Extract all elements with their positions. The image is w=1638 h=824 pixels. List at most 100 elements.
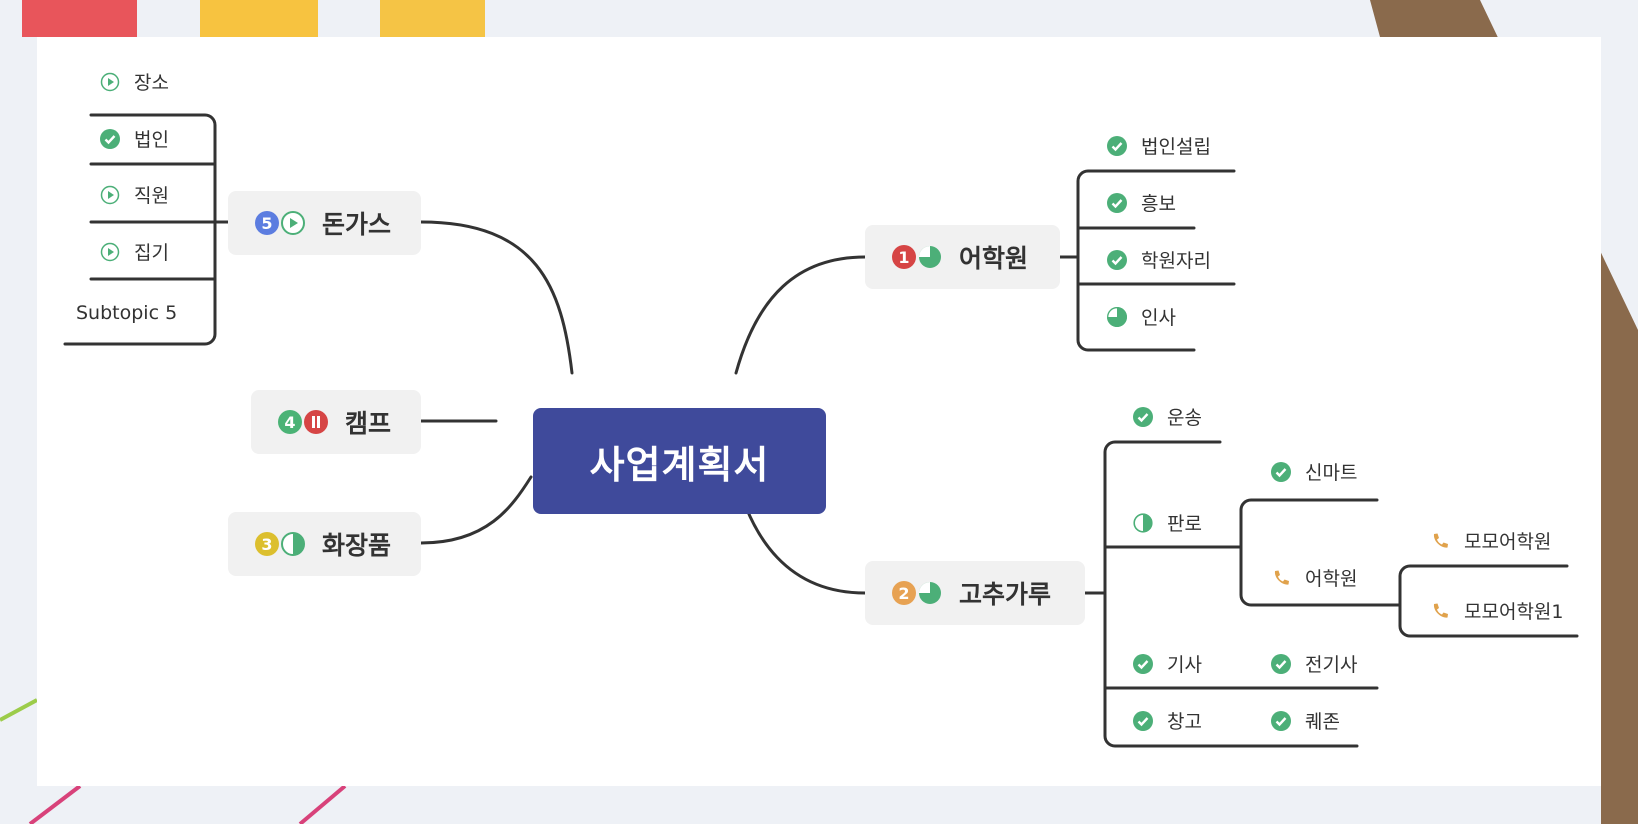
- subtopic-b2-jeongisa-label: 전기사: [1305, 654, 1358, 676]
- branch-b4[interactable]: 4 캠프: [251, 390, 421, 454]
- branch-b3-label: 화장품: [322, 531, 392, 560]
- subtopic-b2-sinmart-label: 신마트: [1305, 462, 1358, 484]
- phone-icon: [1433, 533, 1448, 548]
- connector-root-b3: [419, 475, 533, 545]
- pie-progress-icon: [919, 582, 941, 604]
- check-circle-icon: [1133, 710, 1153, 731]
- subtopic-b5-4[interactable]: 집기: [100, 238, 169, 265]
- subtopic-b1-2[interactable]: 흥보: [1107, 189, 1176, 216]
- branch-b5-icons: 5: [254, 210, 306, 236]
- subtopic-b2-panro-label: 판로: [1167, 513, 1202, 535]
- subtopic-b1-3[interactable]: 학원자리: [1107, 246, 1211, 273]
- subtopic-b5-5[interactable]: Subtopic 5: [76, 302, 178, 324]
- branch-b2-icons: 2: [891, 580, 943, 606]
- mindmap-canvas: 사업계획서 5 돈가스 4 캠프 3 화장품: [37, 37, 1601, 786]
- bg-pink-line-2: [298, 784, 347, 824]
- play-circle-icon: [100, 72, 120, 91]
- check-circle-icon: [1107, 249, 1127, 270]
- subtopic-b1-4[interactable]: 인사: [1107, 303, 1176, 330]
- connector-b1-spine: [1076, 169, 1236, 352]
- connector-panro-spine: [1239, 498, 1402, 607]
- bg-yellow-block-2: [380, 0, 485, 37]
- pause-circle-icon: [304, 410, 328, 434]
- connector-lines: [63, 113, 1579, 748]
- subtopic-b2-momo[interactable]: 모모어학원: [1430, 527, 1551, 554]
- pie-progress-icon: [1107, 306, 1127, 327]
- play-circle-icon: [281, 211, 305, 235]
- subtopic-b1-2-label: 흥보: [1141, 193, 1176, 215]
- check-circle-icon: [1133, 406, 1153, 427]
- bg-yellow-block: [200, 0, 318, 37]
- subtopic-b2-unsong-label: 운송: [1167, 407, 1202, 429]
- check-circle-icon: [1271, 653, 1291, 674]
- subtopic-b5-1[interactable]: 장소: [100, 68, 169, 95]
- subtopic-b2-kwejon[interactable]: 퀘존: [1271, 707, 1340, 734]
- root-topic[interactable]: 사업계획서: [533, 408, 826, 514]
- subtopic-b5-1-label: 장소: [134, 72, 169, 94]
- subtopic-b1-1[interactable]: 법인설립: [1107, 132, 1211, 159]
- phone-icon: [1433, 603, 1448, 618]
- subtopic-b5-2-label: 법인: [134, 129, 169, 151]
- subtopic-b1-3-label: 학원자리: [1141, 250, 1211, 272]
- bg-pink-line: [28, 784, 82, 824]
- subtopic-b1-4-label: 인사: [1141, 307, 1176, 329]
- pie-progress-icon: [919, 246, 941, 268]
- check-circle-icon: [1271, 461, 1291, 482]
- subtopic-b2-jeongisa[interactable]: 전기사: [1271, 650, 1357, 677]
- play-circle-icon: [100, 185, 120, 204]
- connector-b5-spine: [63, 113, 217, 346]
- subtopic-b2-gisa[interactable]: 기사: [1133, 650, 1202, 677]
- svg-text:4: 4: [284, 413, 295, 432]
- branch-b1-label: 어학원: [959, 244, 1029, 273]
- branch-b3-icons: 3: [254, 531, 306, 557]
- branch-b3[interactable]: 3 화장품: [228, 512, 421, 576]
- branch-b2-label: 고추가루: [959, 580, 1052, 609]
- subtopic-b2-unsong[interactable]: 운송: [1133, 403, 1202, 430]
- connector-b2-spine: [1103, 440, 1359, 748]
- check-circle-icon: [1133, 653, 1153, 674]
- subtopic-b2-momo-label: 모모어학원: [1464, 531, 1552, 553]
- subtopic-b5-4-label: 집기: [134, 242, 169, 264]
- priority-2-icon: 2: [892, 581, 916, 605]
- bg-wood: [1370, 0, 1638, 824]
- subtopic-b2-gisa-label: 기사: [1167, 654, 1202, 676]
- subtopic-b5-2[interactable]: 법인: [100, 125, 169, 152]
- branch-b2[interactable]: 2 고추가루: [865, 561, 1085, 625]
- connector-root-b5: [419, 220, 574, 375]
- svg-text:3: 3: [261, 535, 272, 554]
- svg-text:1: 1: [898, 248, 909, 267]
- subtopic-b2-panro[interactable]: 판로: [1133, 509, 1202, 536]
- subtopic-b2-momo1[interactable]: 모모어학원1: [1430, 597, 1564, 624]
- branch-b1[interactable]: 1 어학원: [865, 225, 1060, 289]
- svg-text:2: 2: [898, 584, 909, 603]
- subtopic-b2-sinmart[interactable]: 신마트: [1271, 458, 1357, 485]
- priority-3-icon: 3: [255, 532, 279, 556]
- check-circle-icon: [1107, 135, 1127, 156]
- connector-root-b1: [734, 255, 867, 375]
- subtopic-b5-3[interactable]: 직원: [100, 181, 169, 208]
- check-circle-icon: [1271, 710, 1291, 731]
- half-progress-icon: [1133, 512, 1153, 533]
- subtopic-b1-1-label: 법인설립: [1141, 136, 1211, 158]
- check-circle-icon: [100, 128, 120, 149]
- subtopic-b2-changgo-label: 창고: [1167, 711, 1202, 733]
- subtopic-b2-momo1-label: 모모어학원1: [1464, 601, 1564, 623]
- subtopic-b2-changgo[interactable]: 창고: [1133, 707, 1202, 734]
- priority-5-icon: 5: [255, 211, 279, 235]
- phone-icon: [1274, 570, 1289, 585]
- check-circle-icon: [1107, 192, 1127, 213]
- branch-b4-label: 캠프: [345, 409, 392, 438]
- priority-1-icon: 1: [892, 245, 916, 269]
- svg-text:5: 5: [261, 214, 272, 233]
- subtopic-b2-kwejon-label: 퀘존: [1305, 711, 1340, 733]
- subtopic-b2-eohakwon[interactable]: 어학원: [1271, 564, 1357, 591]
- branch-b1-icons: 1: [891, 244, 943, 270]
- connector-eohak-spine: [1398, 564, 1579, 638]
- priority-4-icon: 4: [278, 410, 302, 434]
- subtopic-b2-eohakwon-label: 어학원: [1305, 568, 1358, 590]
- branch-b5[interactable]: 5 돈가스: [228, 191, 421, 255]
- subtopic-b5-3-label: 직원: [134, 185, 169, 207]
- bg-green-line: [0, 698, 38, 722]
- play-circle-icon: [100, 242, 120, 261]
